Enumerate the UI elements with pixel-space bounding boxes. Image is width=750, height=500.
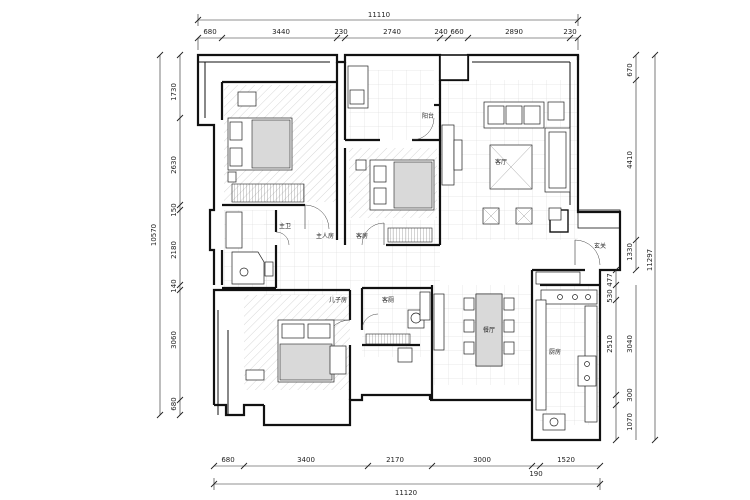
dim-left-total: 10570 <box>150 224 158 246</box>
dimension-tick <box>428 462 436 470</box>
dimension-tick <box>612 266 620 274</box>
label-kitchen: 厨房 <box>549 348 561 356</box>
label-entrance: 玄关 <box>594 242 606 250</box>
dim-top-5: 660 <box>450 28 463 36</box>
label-living-room: 客厅 <box>495 158 507 166</box>
dimension-tick <box>240 462 248 470</box>
dim-bottom-4: 190 <box>529 470 542 478</box>
right-dimension-lines: 670 4410 1330 477 530 2510 3040 300 1070… <box>606 51 659 444</box>
dim-top-total: 11110 <box>368 11 390 19</box>
dim-right-1: 4410 <box>626 151 634 169</box>
dimension-tick <box>176 51 184 59</box>
dim-left-6: 680 <box>170 397 178 410</box>
dim-right-8: 1070 <box>626 413 634 431</box>
dim-left-4: 140 <box>170 279 178 292</box>
furniture <box>225 65 598 431</box>
dimension-tick <box>612 391 620 399</box>
dimension-tick <box>333 34 341 42</box>
dim-bottom-total: 11120 <box>395 489 417 497</box>
label-children-room: 儿子房 <box>329 296 347 304</box>
dimension-tick <box>632 236 640 244</box>
dim-left-1: 2630 <box>170 156 178 174</box>
dim-top-0: 680 <box>203 28 216 36</box>
label-balcony: 阳台 <box>422 112 434 120</box>
dim-bottom-0: 680 <box>221 456 234 464</box>
dim-right-6: 3040 <box>626 335 634 353</box>
dim-left-0: 1730 <box>170 83 178 101</box>
room-labels: 客厅 阳台 玄关 主卫 主人房 客房 客厕 儿子房 餐厅 厨房 <box>279 112 606 356</box>
label-master-bedroom: 主人房 <box>316 232 334 240</box>
dimension-tick <box>444 34 452 42</box>
dim-right-7: 300 <box>626 388 634 401</box>
dim-bottom-5: 1520 <box>557 456 575 464</box>
dimension-tick <box>632 76 640 84</box>
dimension-tick <box>176 396 184 404</box>
dim-left-3: 2180 <box>170 241 178 259</box>
dimension-tick <box>436 34 444 42</box>
dimension-tick <box>612 281 620 289</box>
dim-bottom-1: 3400 <box>297 456 315 464</box>
dimension-tick <box>176 206 184 214</box>
top-dimension-lines: 11110 680 3440 230 2740 240 660 2890 230 <box>194 11 582 50</box>
dimension-tick <box>176 114 184 122</box>
dim-right-3: 477 <box>606 273 614 286</box>
dim-left-2: 150 <box>170 203 178 216</box>
dimension-tick <box>176 201 184 209</box>
dim-right-5: 2510 <box>606 335 614 353</box>
dimension-tick <box>210 462 218 470</box>
dimension-tick <box>612 296 620 304</box>
dim-right-0: 670 <box>626 63 634 76</box>
dim-right-total: 11297 <box>646 249 654 271</box>
dim-bottom-2: 2170 <box>386 456 404 464</box>
dim-right-2: 1330 <box>626 243 634 261</box>
dim-top-7: 230 <box>563 28 576 36</box>
dimension-tick <box>632 51 640 59</box>
dimension-tick <box>176 281 184 289</box>
dimension-tick <box>341 34 349 42</box>
dimension-tick <box>528 462 536 470</box>
dimension-tick <box>218 34 226 42</box>
dim-top-6: 2890 <box>505 28 523 36</box>
dimension-tick <box>612 436 620 444</box>
dimension-tick <box>364 462 372 470</box>
bottom-dimension-lines: 680 3400 2170 3000 190 1520 11120 <box>210 456 604 497</box>
dim-top-4: 240 <box>434 28 447 36</box>
dimension-tick <box>536 462 544 470</box>
dimension-tick <box>596 462 604 470</box>
dim-bottom-3: 3000 <box>473 456 491 464</box>
dimension-tick <box>566 34 574 42</box>
label-master-bath: 主卫 <box>279 222 291 230</box>
dimension-tick <box>612 401 620 409</box>
dim-top-1: 3440 <box>272 28 290 36</box>
dimension-tick <box>464 34 472 42</box>
dimension-tick <box>176 411 184 419</box>
label-guest-room: 客房 <box>356 232 368 240</box>
label-guest-bath: 客厕 <box>382 296 394 304</box>
dim-top-3: 2740 <box>383 28 401 36</box>
label-dining-room: 餐厅 <box>483 326 495 334</box>
dim-right-4: 530 <box>606 289 614 302</box>
dimension-tick <box>176 286 184 294</box>
dim-top-2: 230 <box>334 28 347 36</box>
dim-left-5: 3060 <box>170 331 178 349</box>
left-dimension-lines: 10570 1730 2630 150 2180 140 3060 680 <box>150 51 184 419</box>
dimension-tick <box>632 266 640 274</box>
